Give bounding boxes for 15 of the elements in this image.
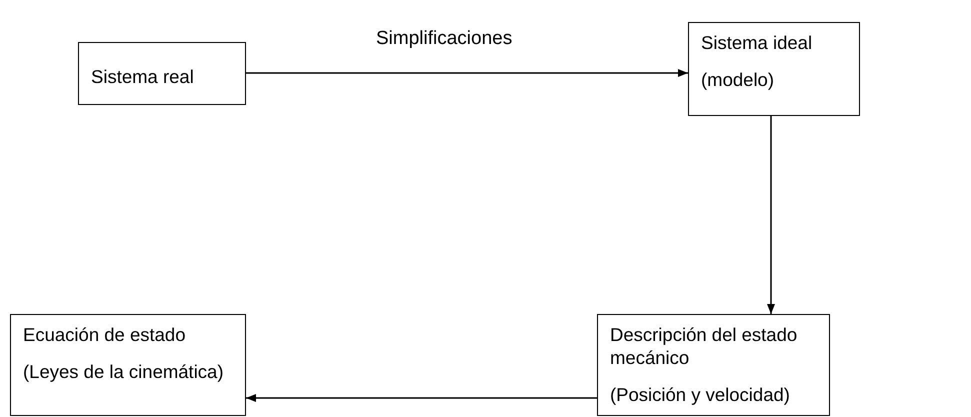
process-box (597, 314, 830, 416)
box-title: Sistema real (91, 65, 195, 88)
process-box (78, 42, 246, 105)
box-title: Sistema ideal (701, 31, 814, 54)
process-box (688, 22, 860, 116)
arrow (246, 394, 597, 402)
edge-label: Simplificaciones (376, 28, 512, 50)
box-subtitle: (Leyes de la cinemática) (23, 360, 225, 384)
arrow (246, 69, 688, 77)
process-box (10, 314, 246, 416)
box-subtitle: (modelo) (701, 68, 775, 92)
arrow (767, 116, 775, 314)
box-title: Descripción del estado mecánico (610, 323, 798, 370)
box-title: Ecuación de estado (23, 323, 187, 346)
box-subtitle: (Posición y velocidad) (610, 383, 791, 406)
